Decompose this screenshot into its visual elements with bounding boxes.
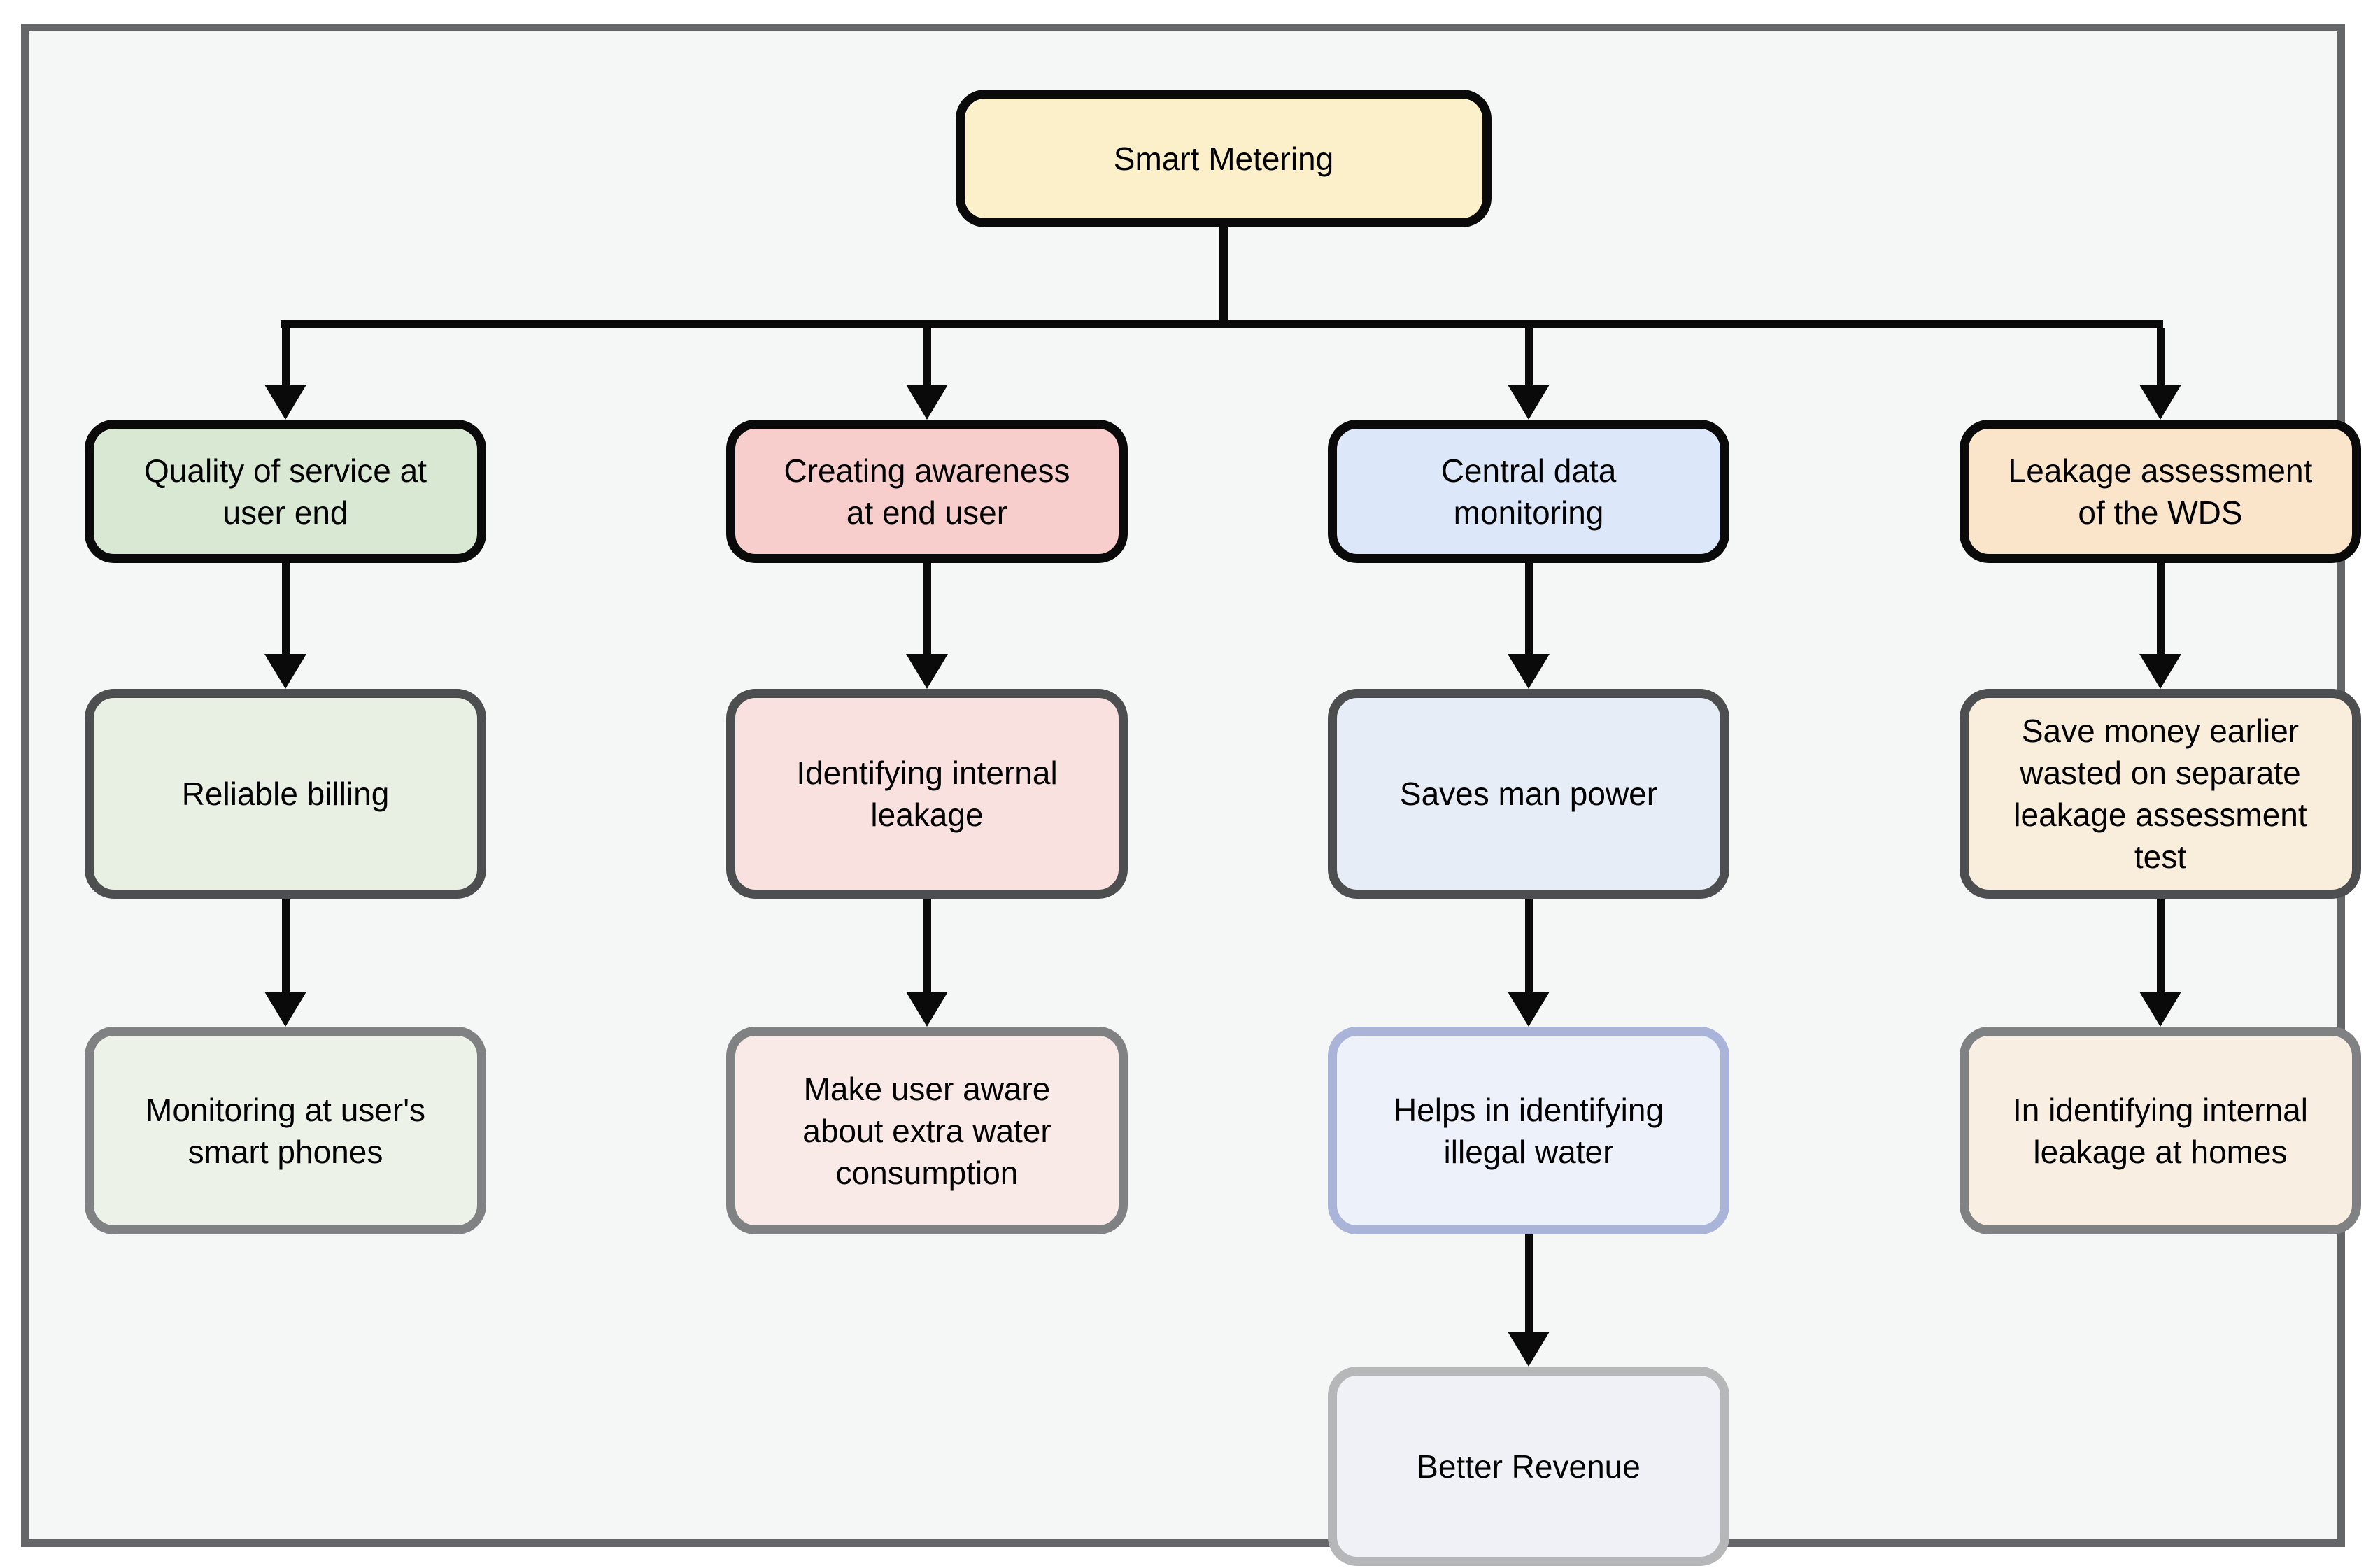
node-label: Central data monitoring (1440, 452, 1617, 531)
arrow-to-identifying-internal-leakage (906, 563, 948, 689)
arrow-to-monitoring-smart-phones (264, 899, 306, 1027)
node-saves-man-power: Saves man power (1328, 689, 1729, 899)
node-label: Make user aware about extra water consum… (802, 1070, 1051, 1191)
node-label: Better Revenue (1417, 1448, 1641, 1485)
node-label: In identifying internal leakage at homes (2013, 1091, 2308, 1170)
node-label: Quality of service at user end (144, 452, 427, 531)
connector-trunk (1219, 224, 1228, 322)
arrow-to-leakage-assessment (2139, 328, 2181, 420)
node-label: Helps in identifying illegal water (1393, 1091, 1664, 1170)
node-smart-metering: Smart Metering (956, 90, 1492, 227)
node-label: Smart Metering (1113, 140, 1334, 177)
node-label: Saves man power (1399, 776, 1658, 812)
node-identifying-leakage-homes: In identifying internal leakage at homes (1960, 1027, 2361, 1234)
node-creating-awareness: Creating awareness at end user (726, 420, 1128, 563)
node-helps-identify-illegal-water: Helps in identifying illegal water (1328, 1027, 1729, 1234)
arrow-to-helps-identify-illegal-water (1508, 899, 1550, 1027)
node-save-money-earlier: Save money earlier wasted on separate le… (1960, 689, 2361, 899)
arrow-to-identifying-leakage-homes (2139, 899, 2181, 1027)
arrow-to-saves-man-power (1508, 563, 1550, 689)
node-central-data-monitoring: Central data monitoring (1328, 420, 1729, 563)
node-make-user-aware: Make user aware about extra water consum… (726, 1027, 1128, 1234)
node-label: Monitoring at user's smart phones (146, 1091, 425, 1170)
node-leakage-assessment-wds: Leakage assessment of the WDS (1960, 420, 2361, 563)
connector-horizontal-bar (281, 320, 2163, 328)
arrow-to-make-user-aware (906, 899, 948, 1027)
arrow-to-reliable-billing (264, 563, 306, 689)
arrow-to-better-revenue (1508, 1234, 1550, 1367)
arrow-to-creating-awareness (906, 328, 948, 420)
node-label: Creating awareness at end user (784, 452, 1070, 531)
diagram-frame: Smart Metering Quality of service at use… (21, 24, 2361, 1566)
arrow-to-quality-of-service (264, 328, 306, 420)
arrow-to-central-data-monitoring (1508, 328, 1550, 420)
node-monitoring-smart-phones: Monitoring at user's smart phones (85, 1027, 486, 1234)
node-label: Identifying internal leakage (796, 755, 1058, 833)
node-label: Leakage assessment of the WDS (2008, 452, 2313, 531)
node-quality-of-service: Quality of service at user end (85, 420, 486, 563)
node-reliable-billing: Reliable billing (85, 689, 486, 899)
node-label: Save money earlier wasted on separate le… (2013, 713, 2307, 875)
node-identifying-internal-leakage: Identifying internal leakage (726, 689, 1128, 899)
node-label: Reliable billing (181, 776, 390, 812)
arrow-to-save-money-earlier (2139, 563, 2181, 689)
node-better-revenue: Better Revenue (1328, 1367, 1729, 1566)
